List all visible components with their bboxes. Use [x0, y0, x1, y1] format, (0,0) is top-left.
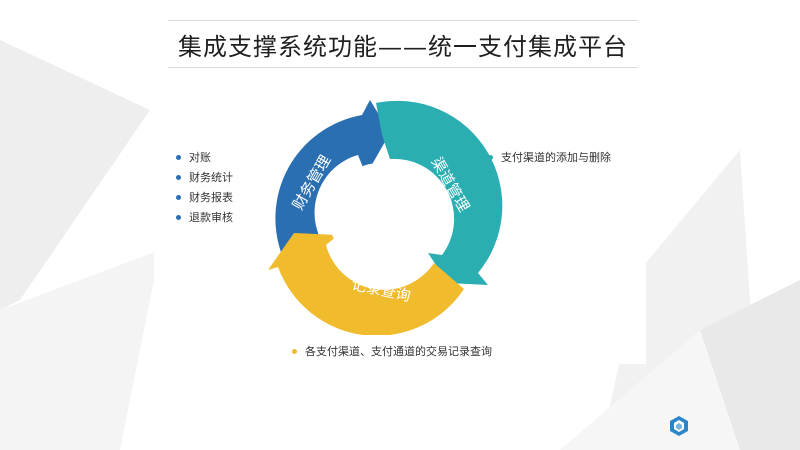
- bullet-icon: [176, 154, 181, 160]
- page-title: 集成支撑系统功能——统一支付集成平台: [178, 32, 628, 61]
- cycle-diagram: 财务管理 渠道管理 记录查询: [268, 100, 503, 335]
- list-item-text: 对账: [189, 151, 211, 164]
- channel-note-text: 支付渠道的添加与删除: [501, 151, 611, 164]
- query-note-text: 各支付渠道、支付通道的交易记录查询: [305, 345, 492, 358]
- cycle-center: [328, 163, 432, 267]
- bullet-icon: [292, 348, 297, 354]
- list-item: 财务统计: [176, 167, 233, 187]
- list-item: 财务报表: [176, 187, 233, 207]
- bullet-icon: [176, 194, 181, 200]
- list-item: 对账: [176, 147, 233, 167]
- list-item: 退款审核: [176, 207, 233, 227]
- query-segment: [268, 233, 464, 335]
- bullet-icon: [176, 174, 181, 180]
- title-bar: 集成支撑系统功能——统一支付集成平台: [168, 20, 638, 68]
- list-item-text: 财务报表: [189, 191, 233, 204]
- query-note: 各支付渠道、支付通道的交易记录查询: [292, 343, 492, 359]
- finance-list: 对账 财务统计 财务报表 退款审核: [176, 147, 233, 227]
- channel-note: 支付渠道的添加与删除: [488, 149, 611, 165]
- bullet-icon: [176, 214, 181, 220]
- bullet-icon: [488, 154, 493, 160]
- list-item-text: 退款审核: [189, 211, 233, 224]
- logo-icon: [670, 416, 688, 436]
- channel-segment: [376, 100, 503, 286]
- list-item-text: 财务统计: [189, 171, 233, 184]
- finance-segment: [275, 100, 390, 260]
